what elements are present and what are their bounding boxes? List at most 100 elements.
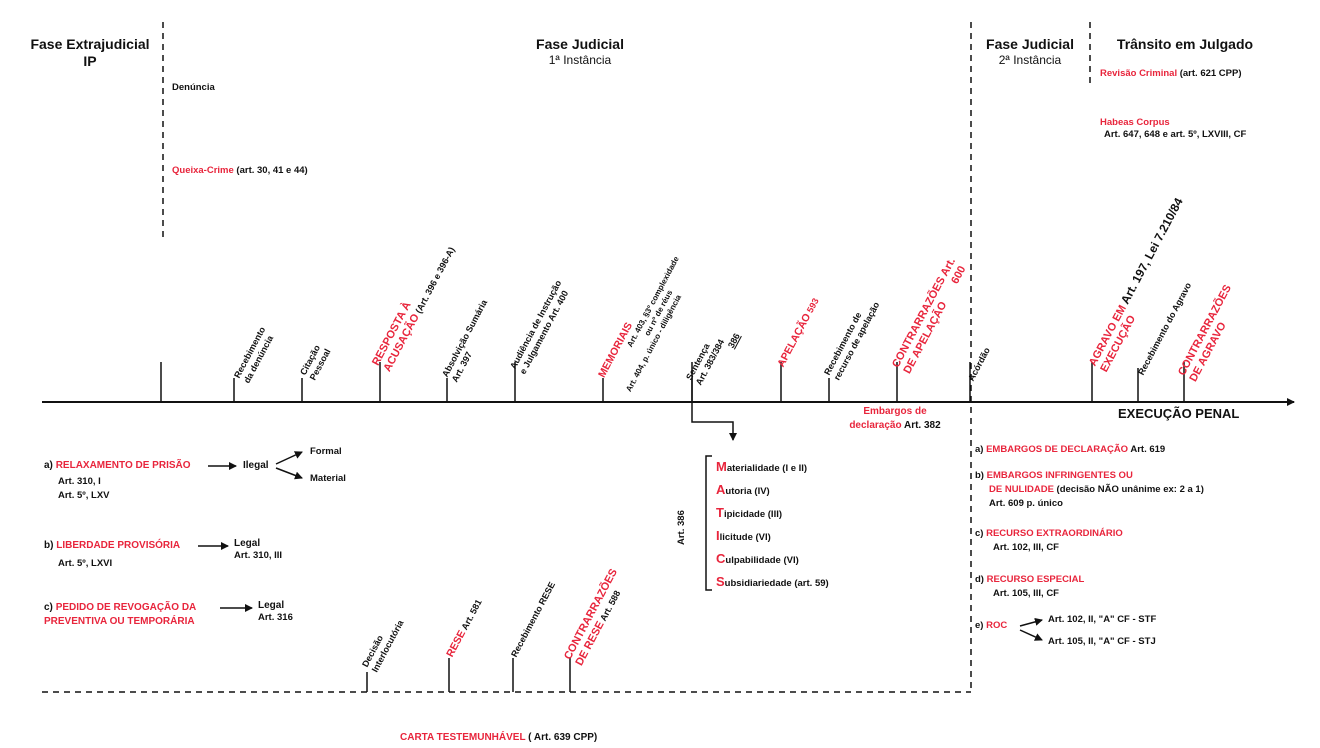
habeas-articles: Art. 647, 648 e art. 5º, LXVIII, CF bbox=[1104, 129, 1247, 140]
header-judicial-1: Fase Judicial 1ª Instância bbox=[490, 36, 670, 67]
liberdade-legal-label: Legal bbox=[234, 538, 261, 549]
header-transito: Trânsito em Julgado bbox=[1116, 36, 1254, 52]
revogacao-legal-art: Art. 316 bbox=[258, 612, 293, 623]
art386-item-t: Tipicidade (III) bbox=[716, 502, 829, 525]
header-judicial-2: Fase Judicial 2ª Instância bbox=[975, 36, 1085, 67]
header-extrajudicial: Fase Extrajudicial IP bbox=[30, 36, 150, 70]
relaxamento-art2: Art. 5º, LXV bbox=[58, 490, 110, 501]
carta-article: ( Art. 639 CPP) bbox=[525, 732, 598, 743]
ra-art: Art. 619 bbox=[1128, 444, 1166, 455]
c-rest: ulpabilidade (VI) bbox=[725, 555, 799, 566]
t-cap: T bbox=[716, 505, 724, 520]
header-judicial-2-sub: 2ª Instância bbox=[998, 53, 1062, 67]
art386-list: Materialidade (I e II) Autoria (IV) Tipi… bbox=[716, 456, 829, 594]
label-queixa-crime: Queixa-Crime (art. 30, 41 e 44) bbox=[172, 165, 308, 177]
header-judicial-2-title: Fase Judicial bbox=[986, 36, 1074, 52]
relaxamento-ilegal: Ilegal bbox=[243, 460, 269, 471]
art386-item-s: Subsidiariedade (art. 59) bbox=[716, 571, 829, 594]
item-embargos-619: a) EMBARGOS DE DECLARAÇÃO Art. 619 bbox=[975, 444, 1165, 456]
rd-prefix: d) bbox=[975, 574, 984, 585]
sentenca-connector bbox=[691, 378, 737, 441]
rb-note: (decisão NÃO unânime ex: 2 a 1) bbox=[1053, 484, 1204, 495]
embargos-l1: Embargos de bbox=[863, 406, 927, 417]
arrow-material bbox=[275, 467, 303, 480]
item-recurso-extraordinario: c) RECURSO EXTRAORDINÁRIO Art. 102, III,… bbox=[975, 527, 1123, 555]
art386-item-c: Culpabilidade (VI) bbox=[716, 548, 829, 571]
rd-title: RECURSO ESPECIAL bbox=[986, 574, 1085, 585]
relaxamento-title: RELAXAMENTO DE PRISÃO bbox=[55, 460, 191, 471]
art386-item-a: Autoria (IV) bbox=[716, 479, 829, 502]
s-cap: S bbox=[716, 574, 725, 589]
item-relaxamento: a) RELAXAMENTO DE PRISÃO bbox=[44, 460, 191, 472]
header-judicial-1-title: Fase Judicial bbox=[536, 36, 624, 52]
roc-stj: Art. 105, II, "A" CF - STJ bbox=[1048, 636, 1156, 647]
rb-title-1: EMBARGOS INFRINGENTES OU bbox=[986, 470, 1133, 481]
header-judicial-1-sub: 1ª Instância bbox=[548, 53, 612, 67]
re-prefix: e) bbox=[975, 620, 984, 631]
rb-title-2: DE NULIDADE bbox=[989, 484, 1054, 495]
i-rest: licitude (VI) bbox=[719, 532, 771, 543]
habeas-title: Habeas Corpus bbox=[1100, 117, 1170, 128]
arrow-formal bbox=[275, 451, 303, 465]
label-carta-testemunhavel: CARTA TESTEMUNHÁVEL ( Art. 639 CPP) bbox=[400, 732, 597, 744]
relaxamento-formal: Formal bbox=[310, 446, 342, 457]
label-revisao-criminal: Revisão Criminal (art. 621 CPP) bbox=[1100, 68, 1242, 80]
liberdade-title: LIBERDADE PROVISÓRIA bbox=[56, 540, 181, 551]
art386-bracket bbox=[705, 455, 712, 591]
item-revogacao: c) PEDIDO DE REVOGAÇÃO DA PREVENTIVA OU … bbox=[44, 601, 196, 629]
art386-item-m: Materialidade (I e II) bbox=[716, 456, 829, 479]
label-execucao-penal: EXECUÇÃO PENAL bbox=[1118, 406, 1240, 421]
ra-prefix: a) bbox=[975, 444, 984, 455]
m-rest: aterialidade (I e II) bbox=[726, 463, 808, 474]
arrow-roc-stj bbox=[1019, 629, 1043, 641]
revogacao-legal: Legal Art. 316 bbox=[258, 600, 293, 624]
relaxamento-art1: Art. 310, I bbox=[58, 476, 101, 487]
rc-title: RECURSO EXTRAORDINÁRIO bbox=[986, 528, 1123, 539]
liberdade-prefix: b) bbox=[44, 540, 54, 551]
arrow-roc-stf bbox=[1019, 617, 1043, 627]
re-title: ROC bbox=[986, 620, 1008, 631]
label-denuncia: Denúncia bbox=[172, 82, 215, 93]
ra-title: EMBARGOS DE DECLARAÇÃO bbox=[986, 444, 1129, 455]
header-extrajudicial-ip: IP bbox=[83, 53, 97, 69]
revogacao-prefix: c) bbox=[44, 602, 53, 613]
revisao-article: (art. 621 CPP) bbox=[1177, 68, 1242, 79]
rd-art: Art. 105, III, CF bbox=[993, 588, 1059, 599]
art386-item-i: Ilicitude (VI) bbox=[716, 525, 829, 548]
item-embargos-infringentes: b) EMBARGOS INFRINGENTES OU DE NULIDADE … bbox=[975, 469, 1204, 511]
header-extrajudicial-title: Fase Extrajudicial bbox=[30, 36, 150, 52]
relaxamento-material: Material bbox=[310, 473, 346, 484]
s-rest: ubsidiariedade (art. 59) bbox=[724, 578, 829, 589]
a-rest: utoria (IV) bbox=[725, 486, 770, 497]
revisao-title: Revisão Criminal bbox=[1100, 68, 1178, 79]
label-habeas-corpus: Habeas Corpus Art. 647, 648 e art. 5º, L… bbox=[1100, 117, 1246, 141]
a-cap: A bbox=[716, 482, 726, 497]
liberdade-legal: Legal Art. 310, III bbox=[234, 538, 282, 562]
rc-art: Art. 102, III, CF bbox=[993, 542, 1059, 553]
t-rest: ipicidade (III) bbox=[723, 509, 783, 520]
rb-art: Art. 609 p. único bbox=[989, 498, 1063, 509]
rb-prefix: b) bbox=[975, 470, 984, 481]
item-recurso-especial: d) RECURSO ESPECIAL Art. 105, III, CF bbox=[975, 573, 1084, 601]
revogacao-title-2: PREVENTIVA OU TEMPORÁRIA bbox=[44, 616, 195, 627]
queixa-crime-articles: (art. 30, 41 e 44) bbox=[233, 165, 308, 176]
relaxamento-prefix: a) bbox=[44, 460, 53, 471]
m-cap: M bbox=[716, 459, 727, 474]
roc-stf: Art. 102, II, "A" CF - STF bbox=[1048, 614, 1157, 625]
revogacao-legal-label: Legal bbox=[258, 600, 285, 611]
art386-label: Art. 386 bbox=[676, 510, 687, 545]
label-embargos-declaracao: Embargos de declaração Art. 382 bbox=[840, 405, 950, 433]
c-cap: C bbox=[716, 551, 726, 566]
liberdade-art: Art. 5º, LXVI bbox=[58, 558, 113, 569]
item-roc: e) ROC bbox=[975, 620, 1007, 632]
item-liberdade: b) LIBERDADE PROVISÓRIA bbox=[44, 540, 180, 552]
rc-prefix: c) bbox=[975, 528, 984, 539]
revogacao-title-1: PEDIDO DE REVOGAÇÃO DA bbox=[55, 602, 197, 613]
embargos-article: Art. 382 bbox=[901, 420, 941, 431]
i-cap: I bbox=[716, 528, 720, 543]
queixa-crime-title: Queixa-Crime bbox=[172, 165, 234, 176]
embargos-l2: declaração bbox=[849, 420, 902, 431]
carta-title: CARTA TESTEMUNHÁVEL bbox=[400, 732, 526, 743]
liberdade-legal-art: Art. 310, III bbox=[234, 550, 283, 561]
